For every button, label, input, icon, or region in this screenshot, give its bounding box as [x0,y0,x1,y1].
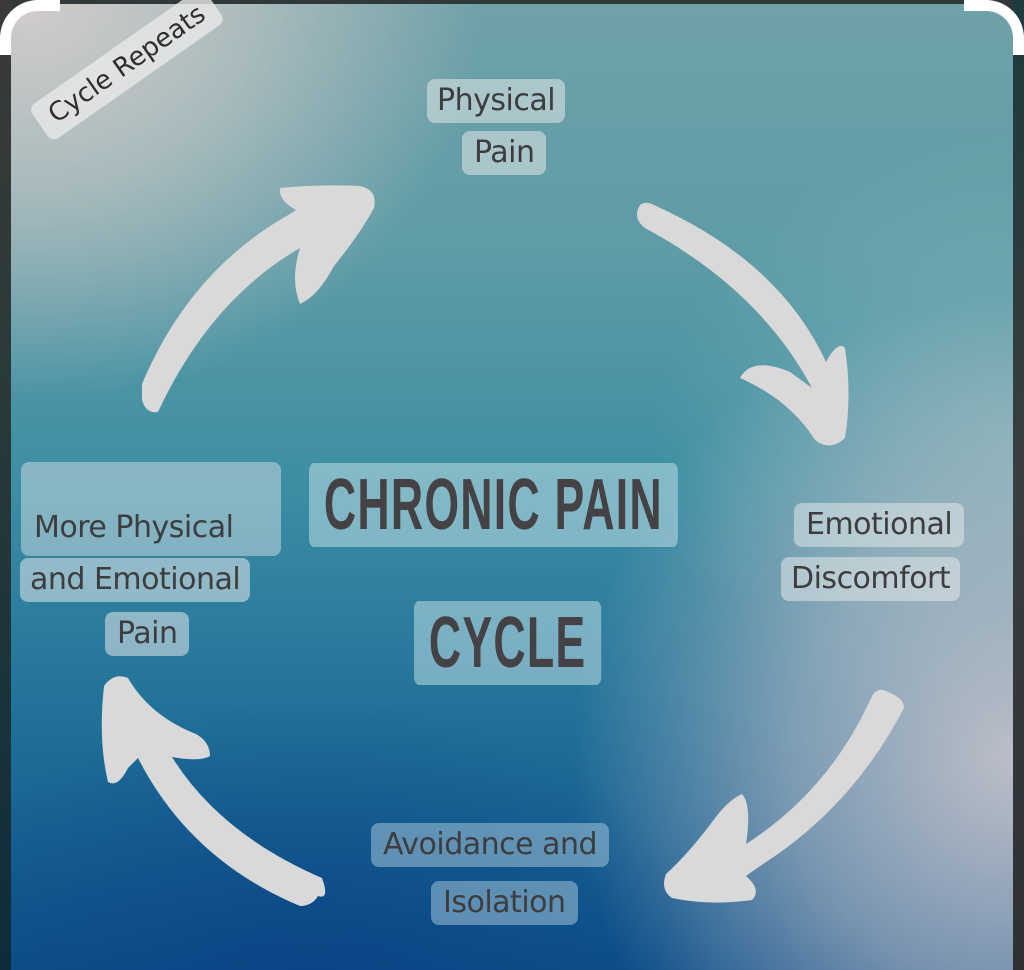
arrow-emotional-to-avoidance-icon [664,689,904,903]
stage-avoidance-isolation-line2: Isolation [431,881,578,925]
arrow-more-pain-to-physical-icon [142,185,375,413]
title-line2: CYCLE [414,601,602,685]
corner-bracket-top-left [0,0,60,55]
stage-emotional-discomfort-line2: Discomfort [781,557,961,601]
title-line1: CHRONIC PAIN [309,463,678,547]
stage-more-pain-backdrop [21,462,281,556]
frame-right-edge [1012,0,1024,970]
arrow-physical-to-emotional-icon [636,202,849,446]
frame-left-edge [0,0,12,970]
stage-physical-pain-line1: Physical [427,79,566,123]
stage-more-pain-line1: More Physical [34,510,234,545]
corner-bracket-top-right [964,0,1024,55]
stage-more-pain-line3: Pain [105,612,190,656]
stage-physical-pain-line2: Pain [462,131,547,175]
frame-top-edge [0,0,1024,6]
arrow-avoidance-to-more-pain-icon [101,676,326,906]
stage-avoidance-isolation-line1: Avoidance and [371,823,610,867]
stage-emotional-discomfort-line1: Emotional [794,503,965,547]
stage-more-pain-line2: and Emotional [20,558,251,602]
